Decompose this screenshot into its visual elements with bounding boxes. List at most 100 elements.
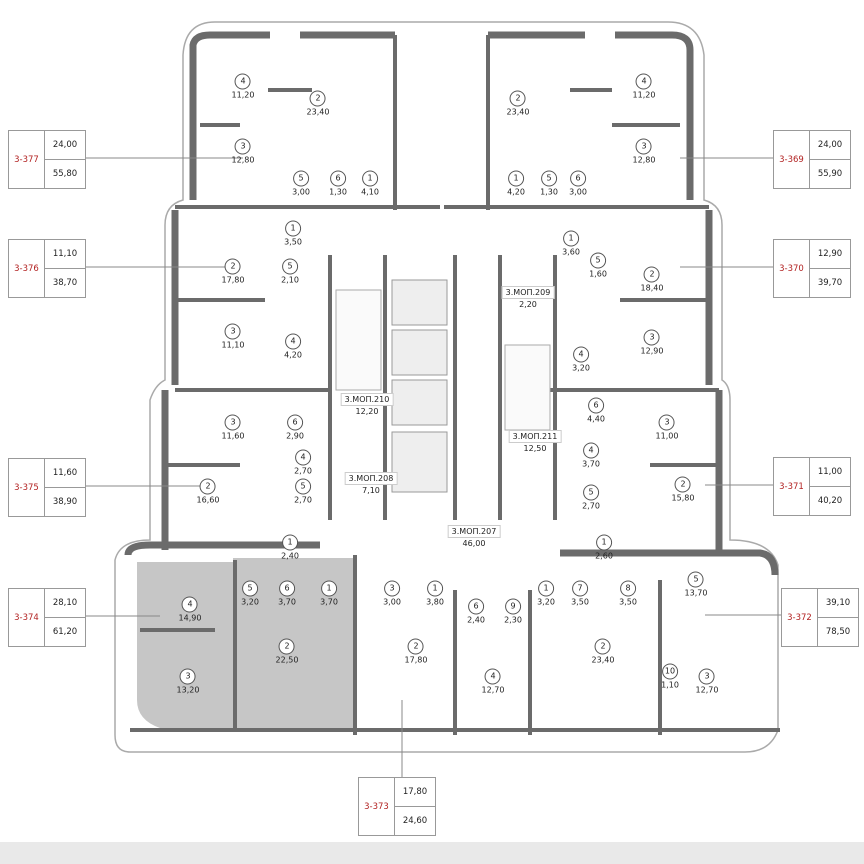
common-area-code: 3.МОП.210 — [340, 393, 394, 406]
room-number: 6 — [468, 598, 484, 615]
room-number: 1 — [563, 230, 579, 247]
room-area: 3,00 — [383, 597, 401, 607]
room-number: 2 — [310, 90, 326, 107]
room-area: 12,80 — [231, 155, 255, 165]
total-area: 24,60 — [402, 816, 428, 826]
room-number: 3 — [225, 414, 241, 431]
room-area: 1,30 — [540, 187, 558, 197]
room-number: 5 — [282, 258, 298, 275]
room-area: 2,30 — [504, 615, 522, 625]
room-number: 2 — [644, 266, 660, 283]
room-number: 2 — [510, 90, 526, 107]
room-area: 4,40 — [587, 414, 605, 424]
apartment-id: 3-374 — [9, 589, 45, 646]
total-area: 55,80 — [52, 169, 78, 179]
room-number: 4 — [485, 668, 501, 685]
room-number: 1 — [427, 580, 443, 597]
room-number: 5 — [541, 170, 557, 187]
facade-outline — [114, 21, 779, 753]
stairs — [335, 289, 551, 431]
room-area: 4,10 — [361, 187, 379, 197]
apartment-id: 3-372 — [782, 589, 818, 646]
room-number: 1 — [362, 170, 378, 187]
room-area: 11,10 — [221, 340, 245, 350]
room-area: 11,20 — [632, 90, 656, 100]
room-area: 23,40 — [506, 107, 530, 117]
room-area: 3,50 — [571, 597, 589, 607]
room-area: 4,20 — [507, 187, 525, 197]
room-area: 16,60 — [196, 495, 220, 505]
room-area: 12,80 — [632, 155, 656, 165]
room-area: 3,60 — [562, 247, 580, 257]
room-area: 3,20 — [241, 597, 259, 607]
total-area: 38,70 — [52, 278, 78, 288]
room-number: 4 — [573, 346, 589, 363]
room-number: 2 — [595, 638, 611, 655]
room-number: 5 — [590, 252, 606, 269]
room-area: 3,00 — [569, 187, 587, 197]
apartment-id: 3-376 — [9, 240, 45, 297]
room-area: 2,70 — [294, 495, 312, 505]
living-area: 11,10 — [45, 240, 85, 269]
room-area: 12,90 — [640, 346, 664, 356]
room-number: 4 — [235, 73, 251, 90]
room-number: 1 — [538, 580, 554, 597]
room-area: 3,70 — [582, 459, 600, 469]
room-number: 5 — [583, 484, 599, 501]
room-area: 22,50 — [275, 655, 299, 665]
room-number: 9 — [505, 598, 521, 615]
room-area: 3,80 — [426, 597, 444, 607]
room-number: 7 — [572, 580, 588, 597]
room-area: 2,60 — [595, 551, 613, 561]
room-area: 2,70 — [294, 466, 312, 476]
room-number: 2 — [408, 638, 424, 655]
room-area: 15,80 — [671, 493, 695, 503]
living-area: 12,90 — [810, 240, 850, 269]
apartment-id: 3-377 — [9, 131, 45, 188]
room-area: 12,70 — [695, 685, 719, 695]
room-area: 3,50 — [619, 597, 637, 607]
room-number: 10 — [662, 663, 678, 680]
room-number: 1 — [321, 580, 337, 597]
exterior-walls — [124, 31, 779, 576]
